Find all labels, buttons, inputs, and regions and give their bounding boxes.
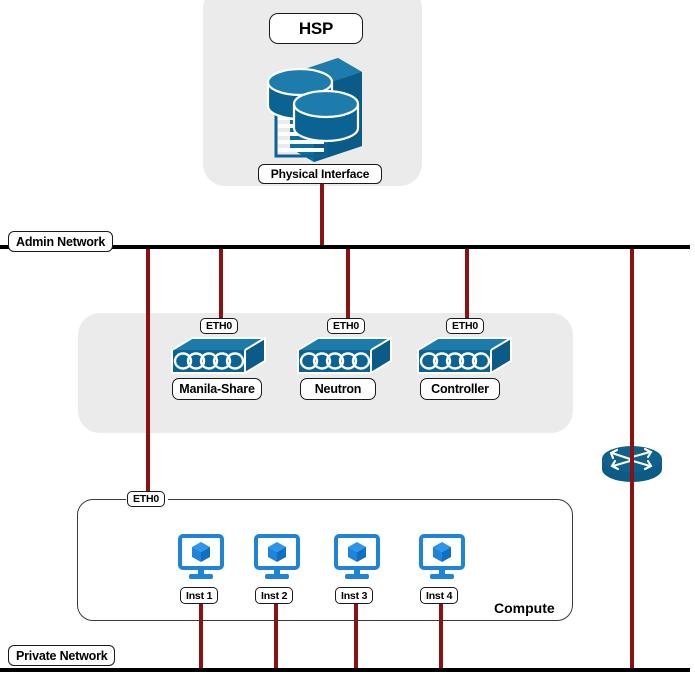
controller-node-chip: Controller <box>420 378 500 400</box>
compute-label-text: Compute <box>494 600 555 616</box>
instance-1-label: Inst 1 <box>186 589 213 602</box>
link-admin-manila <box>219 247 223 319</box>
link-inst1-private <box>199 604 203 670</box>
instance-4-icon <box>419 534 465 582</box>
private-network-text: Private Network <box>16 648 108 663</box>
instance-2-label: Inst 2 <box>261 589 288 602</box>
controller-name: Controller <box>431 382 489 396</box>
instance-2-icon <box>254 534 300 582</box>
manila-share-node-chip: Manila-Share <box>172 378 262 400</box>
neutron-eth0-chip: ETH0 <box>327 318 366 334</box>
neutron-eth0-label: ETH0 <box>333 320 360 332</box>
manila-share-switch-icon <box>170 336 267 378</box>
manila-share-eth0-chip: ETH0 <box>200 318 239 334</box>
neutron-switch-icon <box>296 336 393 378</box>
compute-container <box>77 499 573 621</box>
instance-2-chip: Inst 2 <box>255 587 294 604</box>
hsp-title-chip: HSP <box>269 13 363 44</box>
instance-1-icon <box>178 534 224 582</box>
manila-share-name: Manila-Share <box>179 382 255 396</box>
hsp-storage-icon <box>262 50 366 162</box>
controller-switch-icon <box>416 336 513 378</box>
instance-3-icon <box>334 534 380 582</box>
link-inst3-private <box>354 604 358 670</box>
link-inst4-private <box>439 604 443 670</box>
private-network-bus <box>0 668 690 672</box>
neutron-node-chip: Neutron <box>300 378 376 400</box>
link-router-trunk-overlay <box>630 443 634 485</box>
admin-network-text: Admin Network <box>16 234 106 249</box>
hsp-title: HSP <box>298 18 334 38</box>
instance-3-chip: Inst 3 <box>335 587 374 604</box>
admin-network-bus <box>0 245 690 249</box>
controller-eth0-label: ETH0 <box>452 320 479 332</box>
instance-3-label: Inst 3 <box>341 589 368 602</box>
hsp-physical-interface-label: Physical Interface <box>270 167 370 181</box>
private-network-label: Private Network <box>8 645 116 666</box>
compute-label: Compute <box>494 600 555 616</box>
link-hsp-admin <box>320 179 324 247</box>
link-inst2-private <box>274 604 278 670</box>
admin-network-label: Admin Network <box>8 231 114 252</box>
instance-4-label: Inst 4 <box>426 589 453 602</box>
compute-eth0-chip: ETH0 <box>127 491 166 507</box>
link-admin-compute <box>146 247 150 501</box>
manila-share-eth0-label: ETH0 <box>206 320 233 332</box>
instance-4-chip: Inst 4 <box>420 587 459 604</box>
neutron-name: Neutron <box>314 382 362 396</box>
link-admin-controller <box>465 247 469 319</box>
link-admin-neutron <box>346 247 350 319</box>
controller-eth0-chip: ETH0 <box>446 318 485 334</box>
hsp-physical-interface-chip: Physical Interface <box>258 164 382 184</box>
compute-eth0-label: ETH0 <box>133 493 160 505</box>
instance-1-chip: Inst 1 <box>180 587 219 604</box>
